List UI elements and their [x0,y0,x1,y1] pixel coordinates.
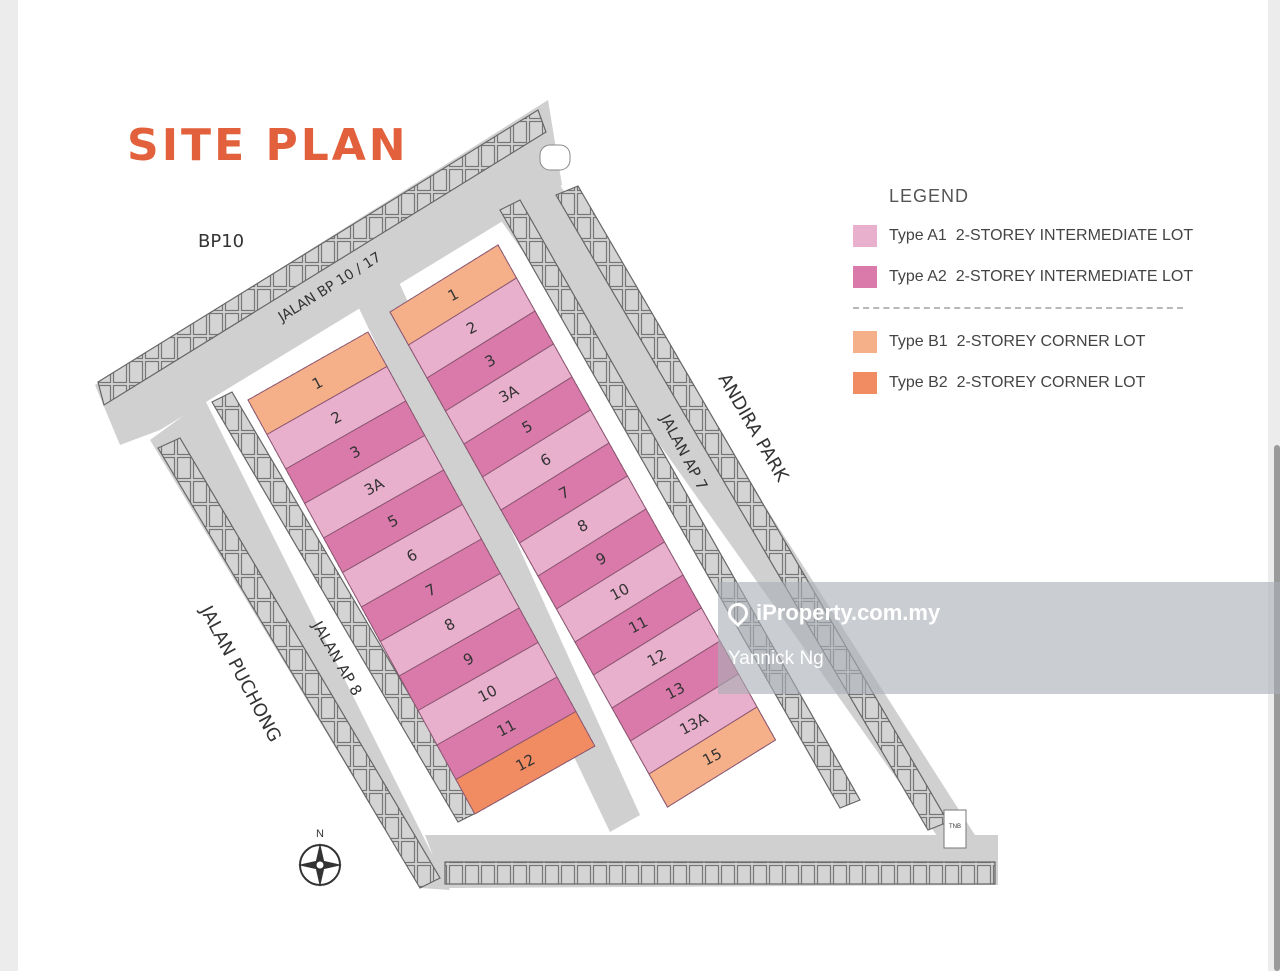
legend-desc: 2-STOREY CORNER LOT [956,333,1146,350]
legend-item-b1: Type B1 2-STOREY CORNER LOT [853,331,1185,353]
legend-desc: 2-STOREY INTERMEDIATE LOT [955,227,1194,244]
legend-desc: 2-STOREY INTERMEDIATE LOT [955,268,1194,285]
watermark-user: Yannick Ng [728,648,824,669]
road-label-bp10: BP10 [198,231,244,252]
tnb-label: TNB [949,824,961,830]
swatch-b1 [853,331,877,353]
lot-12[interactable] [455,710,596,815]
legend-title: LEGEND [889,186,970,206]
location-pin-icon [723,598,753,628]
tnb-substation [943,809,967,849]
legend-item-a1: Type A1 2-STOREY INTERMEDIATE LOT [853,225,1193,247]
legend-item-b2: Type B2 2-STOREY CORNER LOT [853,372,1185,394]
legend: LEGEND Type A1 2-STOREY INTERMEDIATE LOT… [853,186,1193,413]
page-title: SITE PLAN [127,120,409,171]
legend-type: Type B1 [889,333,948,350]
compass-north-label: N [316,828,324,840]
legend-type: Type B2 [889,374,948,391]
legend-type: Type A2 [889,268,947,285]
swatch-a1 [853,225,877,247]
legend-item-a2: Type A2 2-STOREY INTERMEDIATE LOT [853,266,1193,288]
legend-divider [853,307,1183,309]
watermark-brand: iProperty.com.my [756,600,941,625]
scrollbar[interactable] [1274,445,1280,971]
watermark-overlay: iProperty.com.my Yannick Ng [718,582,1280,694]
swatch-b2 [853,372,877,394]
swatch-a2 [853,266,877,288]
compass-icon [298,843,342,887]
lot-15[interactable] [648,706,777,808]
legend-desc: 2-STOREY CORNER LOT [956,374,1146,391]
legend-type: Type A1 [889,227,947,244]
